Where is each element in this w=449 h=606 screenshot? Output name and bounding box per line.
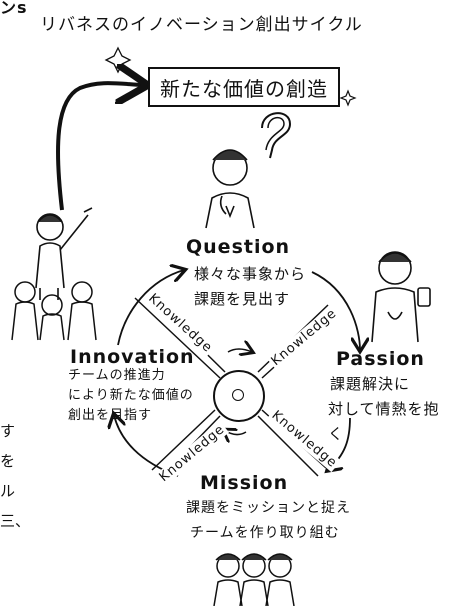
innovation-description: チームの推進力 により新たな価値の 創出を目指す [68, 366, 194, 426]
question-desc-line1: 様々な事象から [194, 265, 307, 283]
leader-pointing-illustration [35, 207, 93, 300]
side-char: ル [0, 482, 16, 500]
growth-arrow [56, 83, 144, 211]
question-mark-icon [261, 112, 292, 159]
thinking-person-illustration [205, 149, 255, 229]
passionate-person-illustration [371, 251, 431, 343]
cycle-arrow-question-to-passion [311, 271, 360, 350]
passion-title: Passion [336, 348, 425, 370]
sparkle-icon [339, 89, 357, 107]
passion-description: 課題解決に 対して情熱を抱く [328, 372, 449, 447]
team-illustration [11, 281, 97, 341]
mission-desc-line1: 課題をミッションと捉え [186, 500, 351, 516]
side-column: す を ル 三、 [0, 416, 30, 536]
question-node: Question [186, 236, 290, 258]
mission-description: 課題をミッションと捉え チームを作り取り組む [186, 496, 351, 546]
innovation-title: Innovation [70, 346, 195, 368]
page-title: リバネスのイノベーション創出サイクル [40, 15, 363, 35]
innovation-desc-line1: チームの推進力 [68, 368, 166, 383]
new-value-creation-label: 新たな価値の創造 [160, 76, 328, 101]
question-desc-line2: 課題を見出す [194, 290, 291, 308]
question-description: 様々な事象から 課題を見出す [194, 262, 306, 312]
passion-desc-line1: 課題解決に [330, 375, 411, 393]
cut-off-header-text: ンs [0, 0, 28, 17]
passion-desc-line2: 対して情熱を抱く [328, 400, 440, 443]
mission-title: Mission [200, 472, 289, 494]
sparkle-icon [104, 46, 132, 74]
mission-team-illustration [213, 553, 295, 606]
cycle-center-dot [232, 389, 244, 401]
side-char: を [0, 452, 16, 470]
cycle-arrow-innovation-to-question [117, 270, 184, 346]
mission-desc-line2: チームを作り取り組む [190, 525, 340, 541]
side-char: す [0, 422, 16, 440]
new-value-creation-box: 新たな価値の創造 [148, 67, 340, 107]
side-char: 三、 [0, 512, 31, 530]
question-title: Question [186, 236, 291, 258]
innovation-desc-line2: により新たな価値の [68, 388, 194, 403]
innovation-desc-line3: 創出を目指す [68, 408, 153, 423]
